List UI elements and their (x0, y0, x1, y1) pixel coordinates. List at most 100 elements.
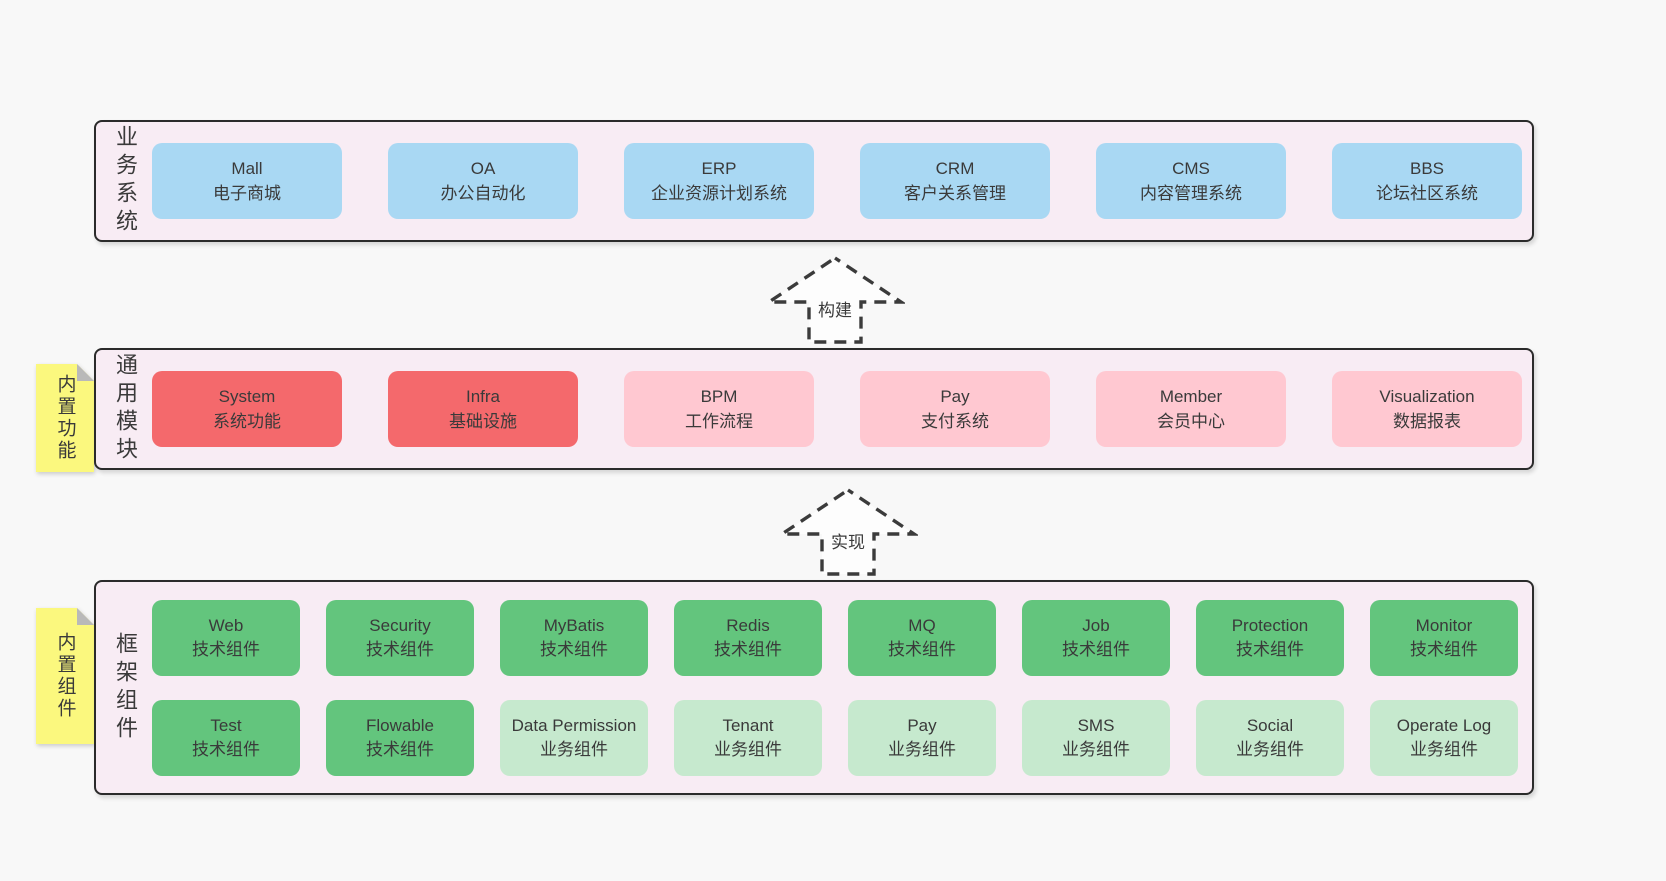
module-box: Operate Log 业务组件 (1370, 699, 1518, 776)
module-subtitle: 工作流程 (685, 412, 753, 431)
module-subtitle: 业务组件 (714, 739, 782, 759)
module-subtitle: 支付系统 (921, 412, 989, 431)
module-box: Protection 技术组件 (1196, 599, 1344, 676)
module-box: Test 技术组件 (152, 699, 300, 776)
module-title: MQ (908, 615, 936, 635)
module-subtitle: 技术组件 (1062, 639, 1130, 659)
module-title: CRM (935, 158, 975, 178)
module-box: OA 办公自动化 (388, 143, 578, 219)
module-box: BBS 论坛社区系统 (1332, 143, 1522, 219)
sticky-paper (36, 364, 94, 472)
module-subtitle: 技术组件 (192, 639, 260, 659)
sticky-label: 内置组件 (54, 632, 76, 720)
module-box: SMS 业务组件 (1022, 699, 1170, 776)
module-title: Web (208, 615, 244, 635)
module-subtitle: 客户关系管理 (904, 184, 1006, 203)
implement-arrow: 实现 (778, 486, 918, 578)
module-title: Operate Log (1396, 715, 1492, 735)
module-box: System 系统功能 (152, 371, 342, 447)
module-box: Pay 支付系统 (860, 371, 1050, 447)
module-subtitle: 企业资源计划系统 (651, 184, 787, 203)
module-box: MQ 技术组件 (848, 599, 996, 676)
module-subtitle: 办公自动化 (440, 184, 526, 203)
module-subtitle: 论坛社区系统 (1376, 184, 1478, 203)
section-label: 业务系统 (113, 125, 138, 237)
module-box: Pay 业务组件 (848, 699, 996, 776)
sticky-note-builtin-components: 内置组件 (36, 608, 94, 744)
module-title: OA (470, 158, 496, 178)
section-label: 框架组件 (113, 631, 138, 744)
section-label: 通用模块 (113, 353, 138, 465)
arrow-label: 实现 (831, 533, 865, 552)
module-subtitle: 技术组件 (888, 639, 956, 659)
module-subtitle: 业务组件 (1236, 739, 1304, 759)
module-title: Visualization (1379, 386, 1475, 406)
module-title: SMS (1077, 715, 1115, 735)
module-title: Security (369, 615, 431, 635)
sticky-label: 内置功能 (54, 374, 76, 462)
module-title: Mall (231, 158, 263, 178)
module-subtitle: 基础设施 (449, 412, 517, 431)
module-box: Redis 技术组件 (674, 599, 822, 676)
module-subtitle: 内容管理系统 (1140, 184, 1242, 203)
module-title: MyBatis (543, 615, 605, 635)
module-box: Web 技术组件 (152, 599, 300, 676)
module-title: Pay (907, 715, 937, 735)
module-title: System (218, 386, 276, 406)
module-title: Pay (940, 386, 970, 406)
module-box: Member 会员中心 (1096, 371, 1286, 447)
module-box: MyBatis 技术组件 (500, 599, 648, 676)
sticky-note-builtin-features: 内置功能 (36, 364, 94, 472)
module-title: BBS (1409, 158, 1445, 178)
module-row: Mall 电子商城 OA 办公自动化 ERP 企业资源计划系统 CRM 客户关系… (152, 143, 1522, 219)
module-subtitle: 技术组件 (366, 639, 434, 659)
module-title: Tenant (722, 715, 774, 735)
build-arrow: 构建 (765, 254, 905, 346)
sticky-paper (36, 608, 94, 744)
module-subtitle: 会员中心 (1157, 412, 1225, 431)
module-subtitle: 电子商城 (213, 184, 281, 203)
section-business-systems: 业务系统 Mall 电子商城 OA 办公自动化 ERP 企业资源计划系统 (94, 120, 1534, 242)
module-row: System 系统功能 Infra 基础设施 BPM 工作流程 Pay 支付系统 (152, 371, 1522, 447)
module-title: Infra (465, 386, 501, 406)
module-box: Job 技术组件 (1022, 599, 1170, 676)
module-title: Redis (726, 615, 770, 635)
section-framework-components: 框架组件 Web 技术组件 Security 技术组件 MyBatis (94, 580, 1534, 795)
module-subtitle: 数据报表 (1393, 412, 1461, 431)
module-box: BPM 工作流程 (624, 371, 814, 447)
module-row: Test 技术组件 Flowable 技术组件 Data Permission … (152, 699, 1518, 776)
dashed-up-arrow-icon (765, 255, 905, 344)
module-box: Visualization 数据报表 (1332, 371, 1522, 447)
module-subtitle: 技术组件 (540, 639, 608, 659)
module-title: Protection (1231, 615, 1309, 635)
module-rows: Web 技术组件 Security 技术组件 MyBatis 技术组件 (152, 599, 1518, 776)
module-box: Tenant 业务组件 (674, 699, 822, 776)
module-title: ERP (701, 158, 737, 178)
module-subtitle: 技术组件 (192, 739, 260, 759)
module-subtitle: 技术组件 (1236, 639, 1304, 659)
module-subtitle: 技术组件 (1410, 639, 1478, 659)
module-box: Social 业务组件 (1196, 699, 1344, 776)
module-title: Flowable (365, 715, 435, 735)
module-title: Member (1159, 386, 1223, 406)
module-box: Monitor 技术组件 (1370, 599, 1518, 676)
module-subtitle: 业务组件 (1410, 739, 1478, 759)
module-box: CRM 客户关系管理 (860, 143, 1050, 219)
module-title: BPM (700, 386, 738, 406)
module-subtitle: 系统功能 (213, 412, 281, 431)
module-title: Test (210, 715, 242, 735)
module-subtitle: 技术组件 (366, 739, 434, 759)
arrow-label: 构建 (818, 301, 852, 320)
module-title: Monitor (1415, 615, 1473, 635)
module-row: Web 技术组件 Security 技术组件 MyBatis 技术组件 (152, 599, 1518, 676)
module-subtitle: 业务组件 (888, 739, 956, 759)
module-box: Security 技术组件 (326, 599, 474, 676)
sticky-label-wrap: 内置功能 (36, 364, 94, 472)
module-box: CMS 内容管理系统 (1096, 143, 1286, 219)
section-common-modules: 通用模块 System 系统功能 Infra 基础设施 BPM 工作流程 (94, 348, 1534, 470)
module-box: Data Permission 业务组件 (500, 699, 648, 776)
module-subtitle: 业务组件 (540, 739, 608, 759)
module-title: Job (1082, 615, 1110, 635)
module-box: Mall 电子商城 (152, 143, 342, 219)
